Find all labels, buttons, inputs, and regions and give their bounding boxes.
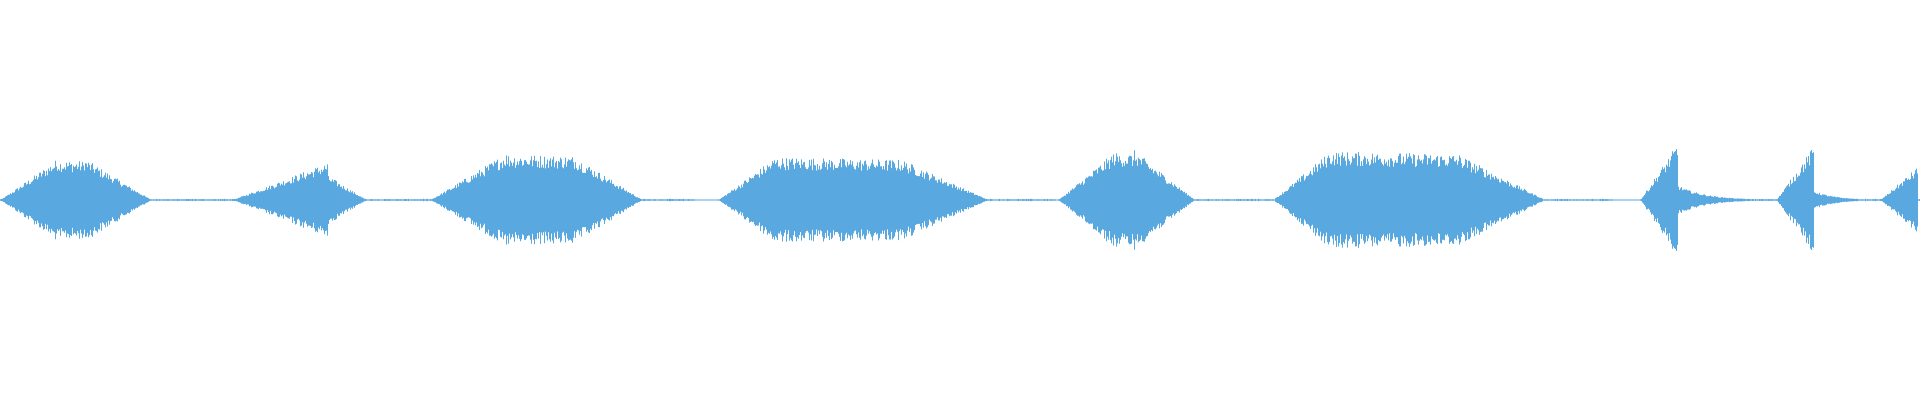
waveform-bars	[0, 149, 1920, 251]
